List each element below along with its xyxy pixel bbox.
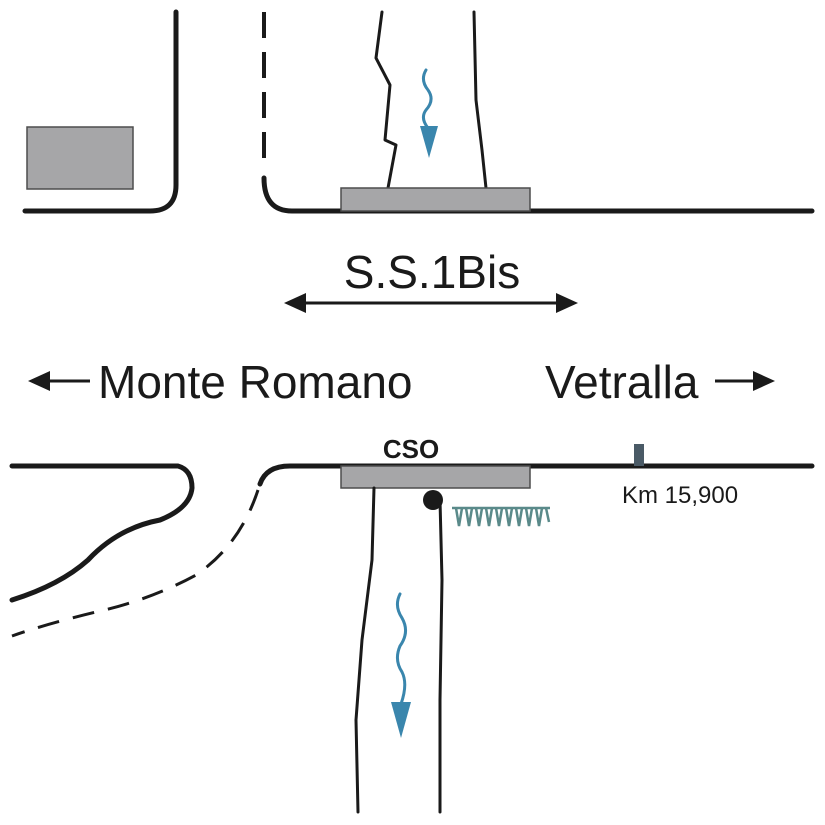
spike-array-icon (452, 506, 551, 527)
arrow-icon (284, 293, 578, 313)
downstream-left-bank (354, 486, 376, 814)
building (26, 126, 134, 190)
site-code: CSO (383, 434, 439, 464)
arrow-icon (28, 371, 90, 391)
kilometre-label: Km 15,900 (622, 482, 738, 509)
water-flow-arrow-icon (420, 68, 438, 158)
kilometre-post (634, 444, 644, 466)
road-name: S.S.1Bis (344, 246, 520, 298)
bottom-left-curb (9, 463, 195, 603)
top-left-curb (22, 9, 179, 214)
top-right-curb (261, 175, 815, 214)
downstream-right-bank (438, 498, 444, 814)
right-destination: Vetralla (545, 356, 699, 408)
bottom-right-curb (257, 463, 815, 487)
water-flow-arrow-icon (391, 592, 411, 738)
top-side (22, 9, 815, 214)
arrow-icon (715, 371, 775, 391)
sensor-dot-icon (423, 490, 443, 510)
left-destination: Monte Romano (98, 356, 413, 408)
road-label-group: S.S.1Bis (284, 246, 578, 313)
upstream-right-bank (472, 10, 488, 190)
upstream-left-bank (374, 10, 398, 190)
culvert-top (340, 187, 531, 212)
bottom-side: CSO Km 15,900 (9, 434, 815, 814)
destinations: Monte Romano Vetralla (28, 356, 775, 408)
culvert-bottom (340, 465, 531, 489)
bottom-side-road-dashed-edge (11, 489, 260, 638)
